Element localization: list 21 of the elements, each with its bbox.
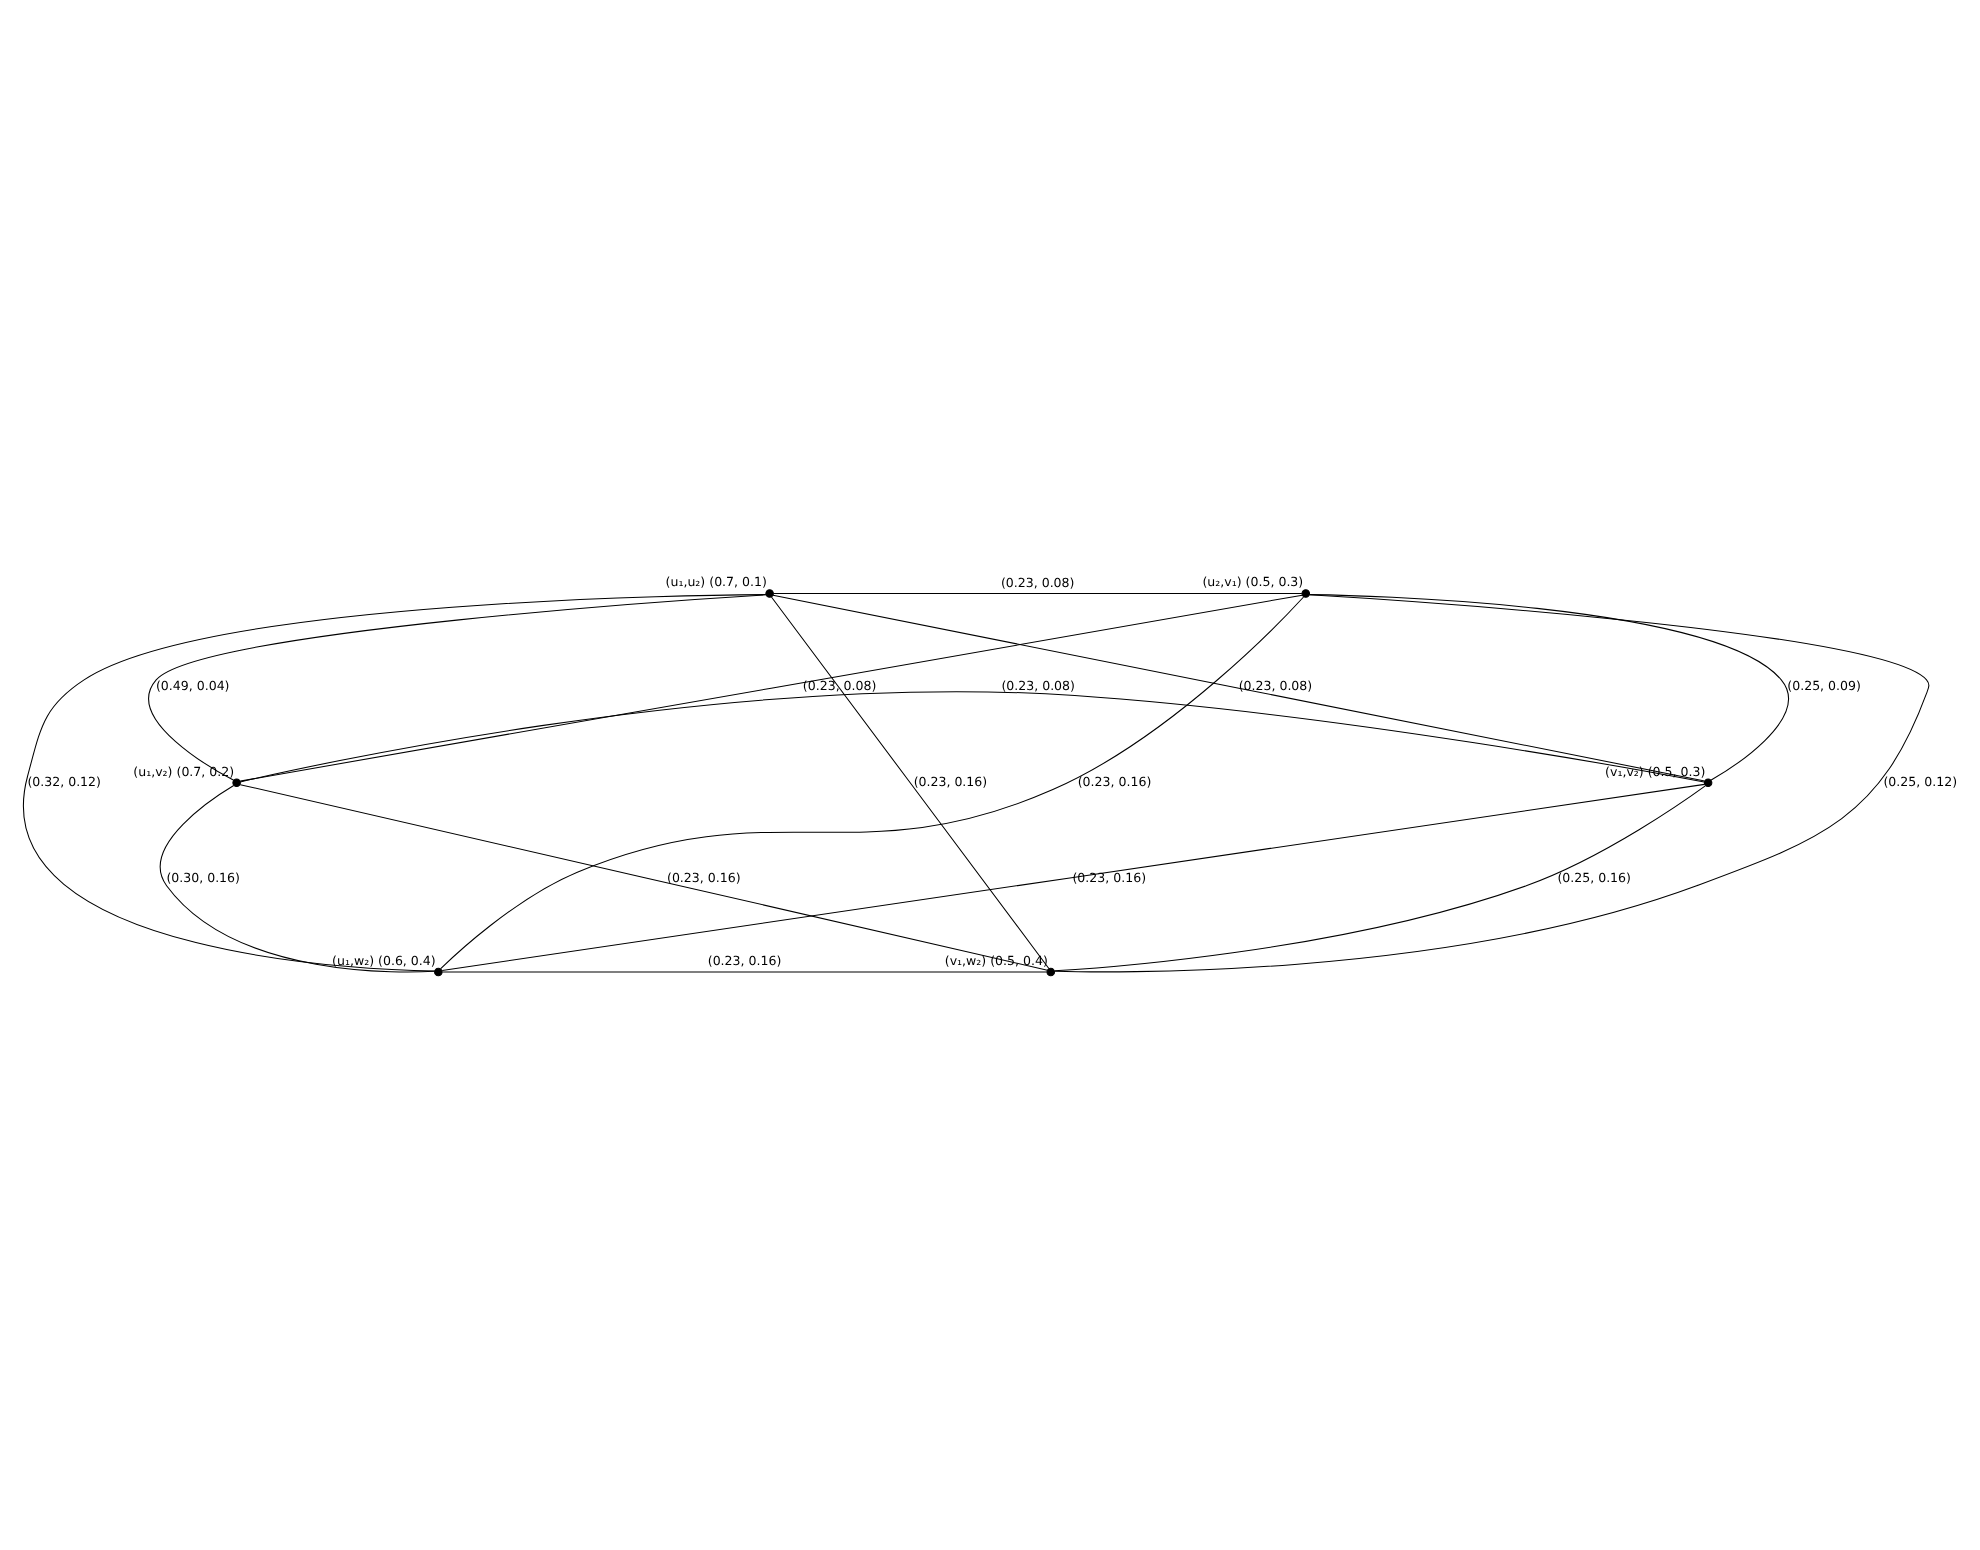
node-circle (765, 588, 774, 597)
node-circle (1703, 777, 1713, 787)
node-circle (434, 966, 443, 976)
connector (441, 970, 1048, 972)
connector (239, 690, 1705, 782)
connector (440, 595, 1305, 969)
connector (239, 593, 1303, 781)
connector (1054, 784, 1706, 971)
connector (773, 592, 1303, 594)
connector (148, 593, 767, 780)
connector (772, 593, 1706, 781)
connector (1054, 593, 1930, 972)
node-circle (1301, 588, 1311, 597)
node-circle (1046, 966, 1056, 976)
connector (441, 782, 1705, 970)
connector (770, 595, 1050, 968)
connector (159, 784, 436, 972)
connector (239, 783, 1048, 970)
connector (23, 593, 767, 971)
node-circle (232, 777, 241, 787)
connector (1309, 593, 1789, 780)
